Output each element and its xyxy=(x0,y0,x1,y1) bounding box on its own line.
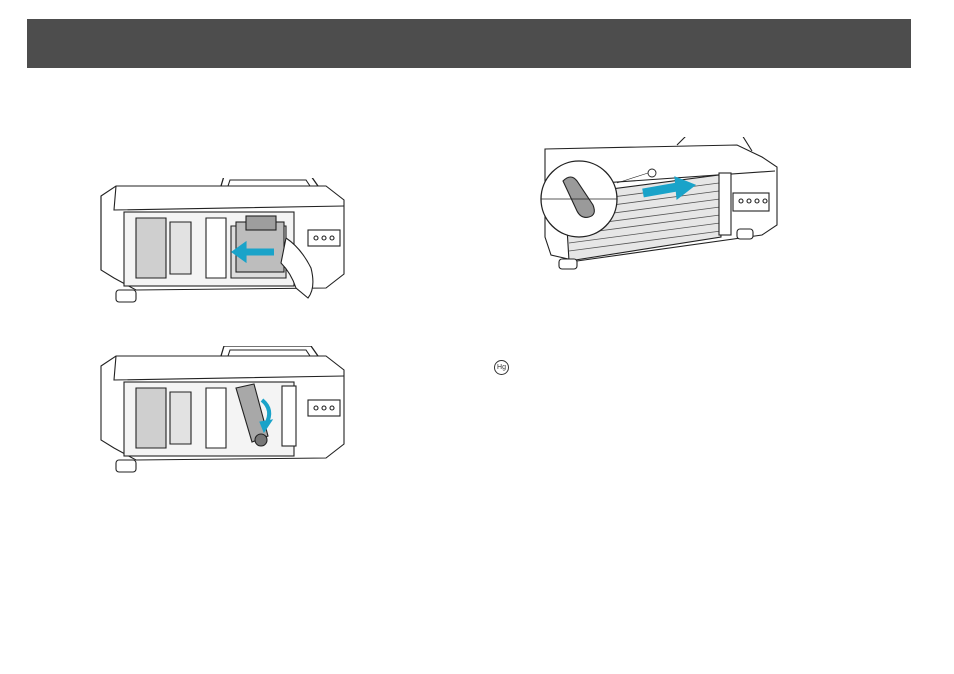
insert-lamp-illustration xyxy=(96,178,346,314)
tighten-lamp-illustration xyxy=(96,346,346,484)
mercury-hg-icon: Hg xyxy=(494,360,509,375)
attach-lamp-cover-illustration xyxy=(537,137,782,272)
header-bar xyxy=(27,19,911,68)
